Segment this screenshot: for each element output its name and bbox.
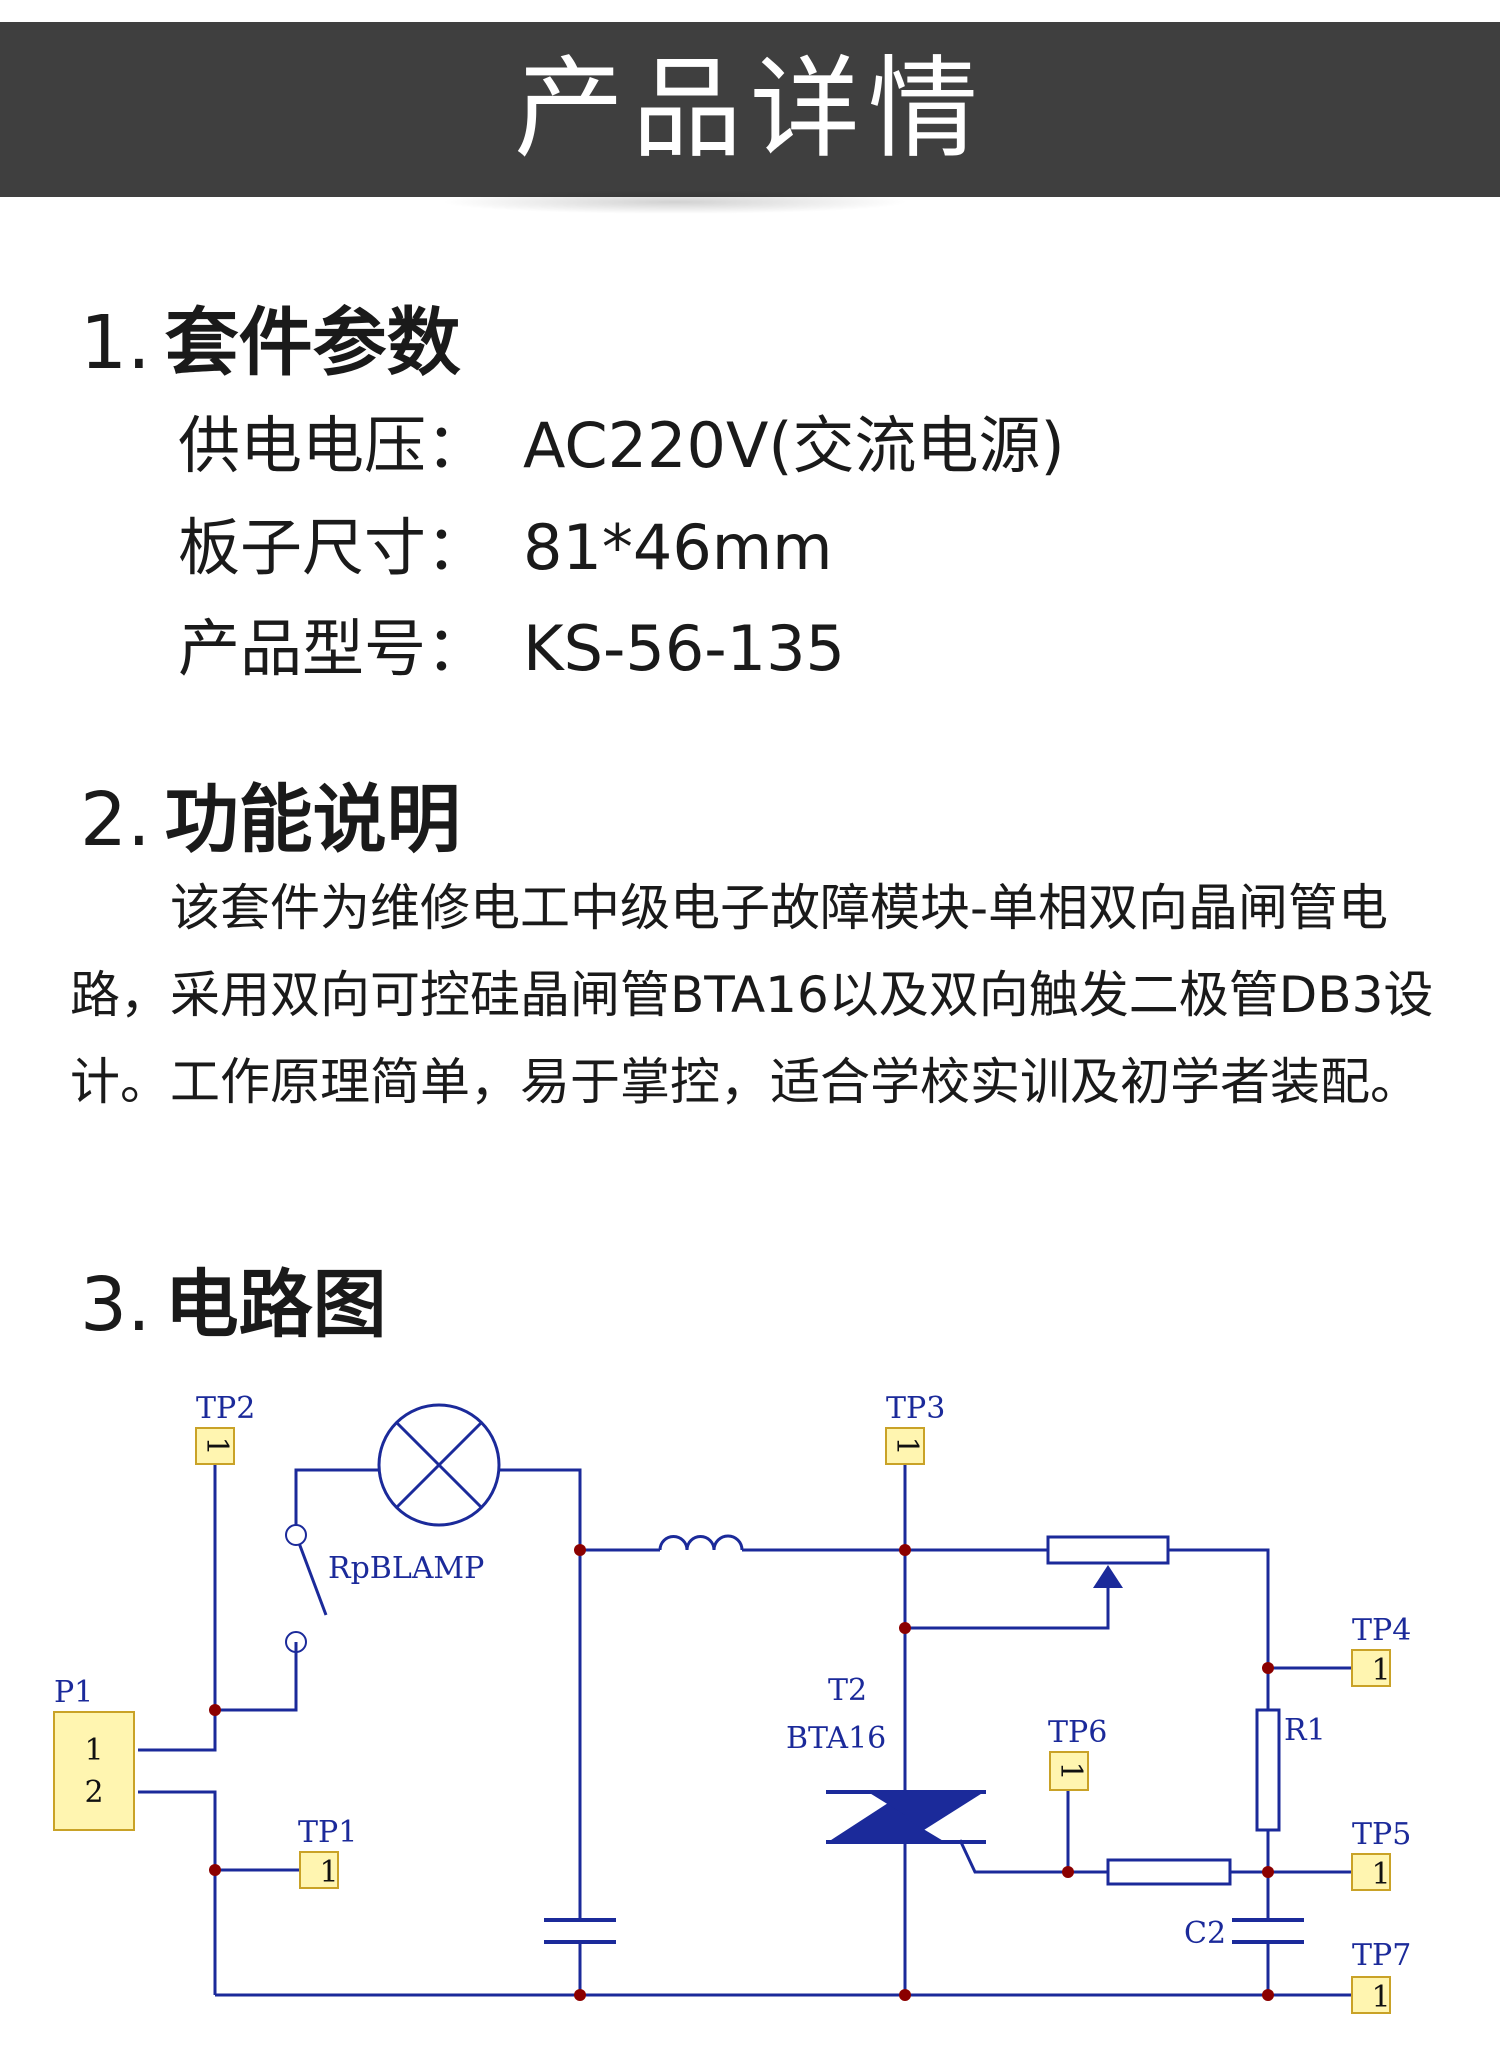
bta16-label: BTA16 <box>786 1721 886 1756</box>
function-description: 该套件为维修电工中级电子故障模块-单相双向晶闸管电路，采用双向可控硅晶闸管BTA… <box>70 879 1434 1111</box>
page-title: 产品详情 <box>514 45 986 173</box>
tp4-label: TP4 <box>1352 1613 1411 1648</box>
tp7-pin-label: 1 <box>1371 1980 1390 2015</box>
inductor <box>658 1534 744 1551</box>
test-point-tp5: 1 TP5 <box>1351 1817 1411 1892</box>
potentiometer <box>1046 1535 1170 1565</box>
test-point-tp3: 1 TP3 <box>885 1391 945 1465</box>
test-point-tp1: 1 TP1 <box>298 1815 357 1890</box>
param-value: KS-56-135 <box>523 612 845 685</box>
rpblamp-label: RpBLAMP <box>328 1551 484 1586</box>
gate-resistor <box>1106 1858 1232 1886</box>
section-title-function: 2.功能说明 <box>80 760 461 867</box>
tp3-pin-label: 1 <box>889 1436 924 1455</box>
tp6-pin-label: 1 <box>1053 1761 1088 1780</box>
param-row-board-size: 板子尺寸： 81*46mm <box>178 497 833 587</box>
test-point-tp6: 1 TP6 <box>1048 1715 1107 1791</box>
tp3-label: TP3 <box>886 1391 945 1426</box>
tp5-pin-label: 1 <box>1371 1857 1390 1892</box>
param-row-voltage: 供电电压： AC220V(交流电源) <box>178 395 1065 485</box>
triac-t2 <box>826 1790 986 1885</box>
p1-pin2-label: 2 <box>84 1775 103 1810</box>
param-label: 供电电压： <box>178 409 489 482</box>
tp5-label: TP5 <box>1352 1817 1411 1852</box>
test-point-tp2: 1 TP2 <box>195 1391 255 1465</box>
param-label: 板子尺寸： <box>178 511 489 584</box>
t2-label: T2 <box>828 1673 867 1708</box>
section-title-text: 功能说明 <box>164 777 461 863</box>
c2-label: C2 <box>1184 1916 1226 1951</box>
header-shadow <box>440 190 910 214</box>
resistor-r1 <box>1255 1708 1281 1832</box>
section-title-text: 套件参数 <box>164 300 461 386</box>
tp7-label: TP7 <box>1352 1938 1411 1973</box>
param-value: 81*46mm <box>523 511 833 584</box>
tp2-pin-label: 1 <box>199 1436 234 1455</box>
tp6-label: TP6 <box>1048 1715 1107 1750</box>
circuit-diagram: 1 2 P1 1 TP2 1 TP3 1 TP6 1 TP1 1 TP4 1 T… <box>53 1391 1411 2015</box>
capacitor-c2 <box>1232 1918 1304 1944</box>
header-banner: 产品详情 <box>0 22 1500 197</box>
junction-dots <box>209 1544 1274 2001</box>
connector-p1 <box>53 1711 135 1831</box>
section-title-kit-params: 1.套件参数 <box>80 283 461 390</box>
switch-contact-top <box>285 1524 307 1546</box>
lamp-symbol <box>377 1403 501 1527</box>
section-number: 1. <box>80 300 151 386</box>
tp1-label: TP1 <box>298 1815 357 1850</box>
tp2-label: TP2 <box>196 1391 255 1426</box>
r1-label: R1 <box>1284 1713 1326 1748</box>
section-number: 2. <box>80 777 151 863</box>
test-point-tp4: 1 TP4 <box>1351 1613 1411 1688</box>
test-point-tp7: 1 TP7 <box>1351 1938 1411 2015</box>
tp4-pin-label: 1 <box>1371 1653 1390 1688</box>
p1-pin1-label: 1 <box>84 1733 103 1768</box>
section-title-text: 电路图 <box>164 1262 387 1348</box>
wires <box>138 1464 1352 1997</box>
param-row-model: 产品型号： KS-56-135 <box>178 598 845 688</box>
param-value: AC220V(交流电源) <box>523 409 1065 482</box>
p1-label: P1 <box>54 1675 93 1710</box>
section-number: 3. <box>80 1262 151 1348</box>
potentiometer-wiper <box>1093 1565 1123 1588</box>
param-label: 产品型号： <box>178 612 489 685</box>
tp1-pin-label: 1 <box>319 1855 338 1890</box>
capacitor-c1 <box>544 1918 616 1944</box>
section-title-circuit: 3.电路图 <box>80 1245 387 1352</box>
